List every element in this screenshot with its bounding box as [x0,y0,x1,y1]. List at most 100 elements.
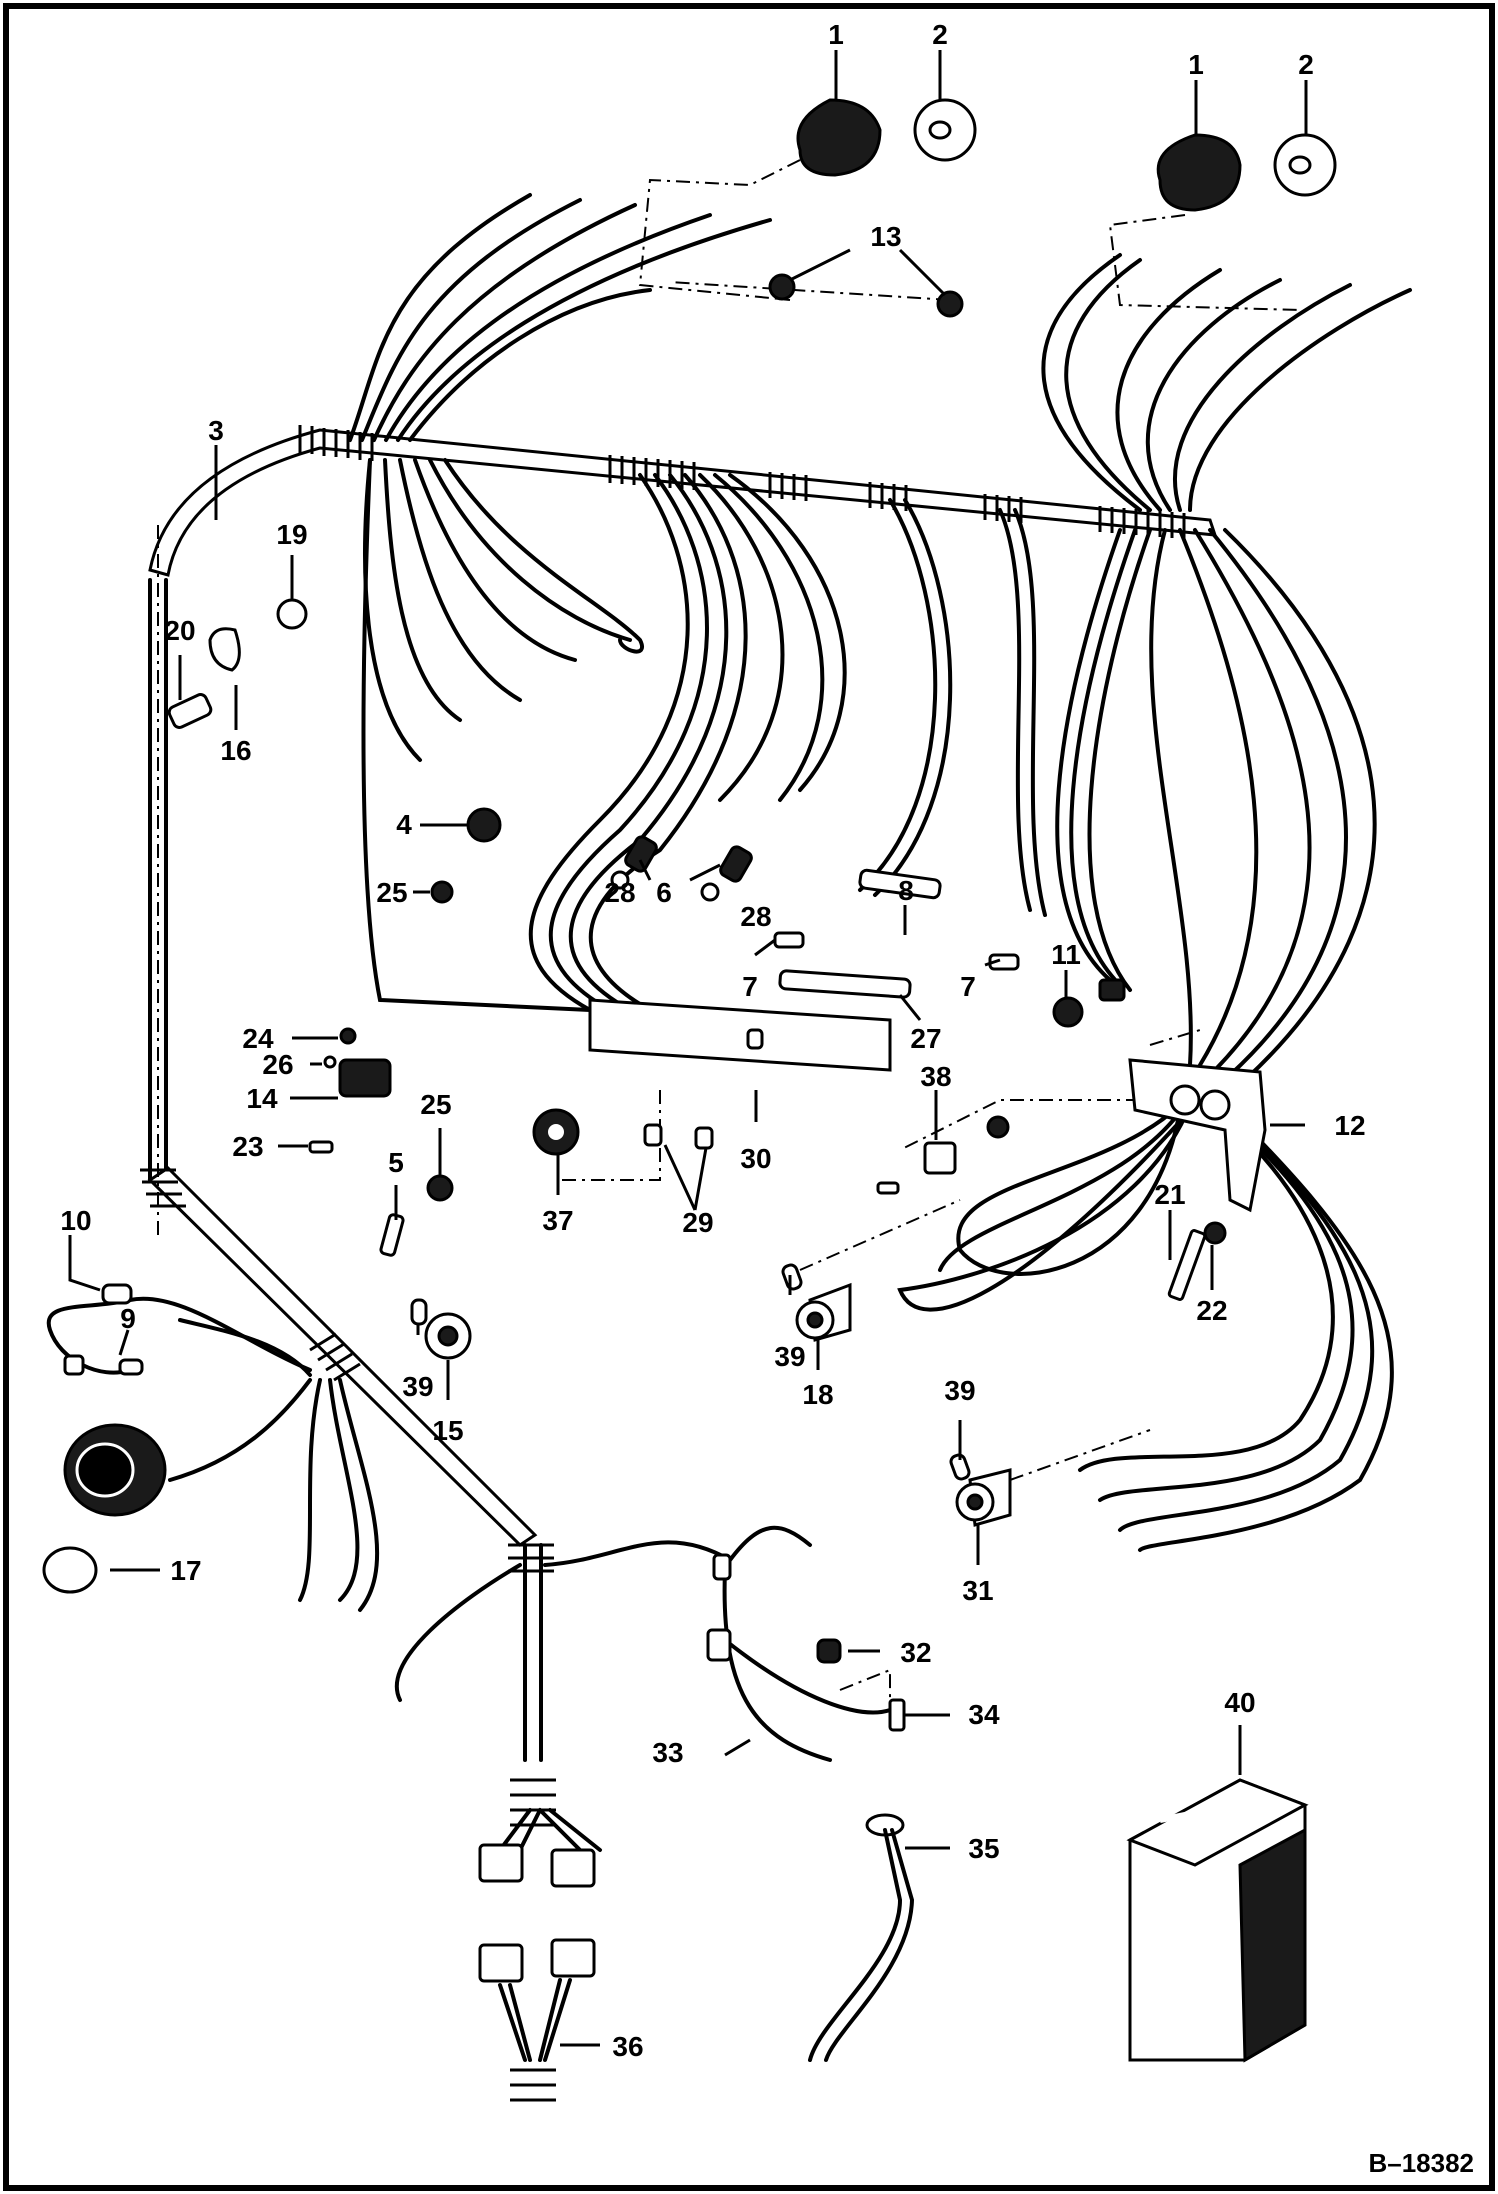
washer-2-left [913,98,977,162]
callout-label: 25 [420,1089,451,1120]
bracket-12 [1128,1058,1267,1213]
callout-label: 40 [1224,1687,1255,1718]
fuse-strip-27 [778,969,912,999]
clip-28 [610,870,720,902]
callout-label: 5 [388,1147,404,1178]
callout-label: 39 [944,1375,975,1406]
callout-label: 26 [262,1049,293,1080]
sender-35 [808,1813,915,2062]
socket-31 [955,1468,1012,1527]
screw-34 [888,1698,906,1732]
upper-left-wire-fan [348,193,772,442]
callout-label: 15 [432,1415,463,1446]
callout-label: 21 [1154,1179,1185,1210]
main-harness-trunk [140,425,1218,2102]
callout-label: 11 [1051,939,1081,970]
diagram-border [3,3,1495,2191]
callout-label: 25 [376,877,407,908]
callout-label: 24 [242,1023,274,1054]
connector-14 [338,1058,392,1098]
connector-9-10 [63,1283,144,1376]
callout-label: 20 [164,615,195,646]
callout-leaders [68,50,1308,2047]
callout-numbers: 1 2 1 2 3 4 5 6 7 7 8 9 10 11 12 13 14 1… [60,19,1365,2062]
callout-label: 35 [968,1833,999,1864]
callout-label: 27 [910,1023,941,1054]
connector-38 [876,1115,1010,1195]
callout-label: 33 [652,1737,683,1768]
socket-18 [795,1282,852,1342]
callout-label: 19 [276,519,307,550]
callout-label: 31 [962,1575,993,1606]
callout-label: 34 [968,1699,1000,1730]
callout-label: 28 [604,877,635,908]
plug-13 [768,273,964,318]
bottom-branch-wires [395,1525,892,1852]
drawing-reference-code: B–18382 [1368,2148,1474,2178]
connector-37 [532,1108,580,1156]
callout-label: 2 [1298,49,1314,80]
connector-32 [816,1638,842,1664]
callout-label: 30 [740,1143,771,1174]
callout-label: 2 [932,19,948,50]
callout-label: 8 [898,875,914,906]
callout-label: 3 [208,415,224,446]
callout-label: 32 [900,1637,931,1668]
mid-left-wire-bundle [361,458,644,1012]
connectors-36-lower [478,1938,596,2062]
callout-label: 18 [802,1379,833,1410]
upper-right-wire-fan [1041,253,1412,512]
bulb-39-left [410,1298,428,1326]
right-wire-bundle [1055,528,1377,1082]
grommet-1-right [1156,133,1242,212]
fasteners-29-30 [643,1028,764,1150]
battery-40 [1126,1778,1309,2063]
callout-label: 37 [542,1205,573,1236]
callout-label: 9 [120,1303,136,1334]
clamp-16-bolt-20-nut-19 [167,598,308,729]
bolt-21-nut-22 [1167,1221,1227,1301]
callout-label: 28 [740,901,771,932]
bulb-39-mid [781,1263,803,1291]
callout-label: 29 [682,1207,713,1238]
socket-15 [424,1312,472,1360]
callout-label: 10 [60,1205,91,1236]
callout-label: 36 [612,2031,643,2062]
center-wire-bundle [528,473,847,1012]
nut-24-washer-26-screw-23 [308,1027,357,1154]
lower-right-wire-fans [897,1103,1394,1552]
callout-label: 39 [402,1371,433,1402]
callout-label: 14 [246,1083,278,1114]
connectors-36-upper [478,1843,596,1888]
callout-label: 38 [920,1061,951,1092]
assembly-dash-lines [157,159,1301,1720]
callout-label: 13 [870,221,901,252]
callout-label: 7 [742,971,758,1002]
callout-label: 39 [774,1341,805,1372]
callout-label: 23 [232,1131,263,1162]
connector-11 [1052,978,1126,1028]
center-right-wire-bundle [858,498,1047,917]
callout-label: 16 [220,735,251,766]
nut-25-upper [430,880,454,904]
bulb-39-right [949,1453,971,1481]
washer-2-right [1273,133,1337,197]
connector-4 [466,807,502,843]
switch-boot-17 [42,1423,167,1594]
callout-label: 1 [828,19,844,50]
nut-25-lower [426,1174,454,1202]
mounting-panel [588,998,892,1072]
callout-label: 1 [1188,49,1204,80]
connector-33-inline [706,1553,732,1662]
callout-label: 7 [960,971,976,1002]
grommet-1-left [796,98,882,177]
callout-label: 6 [656,877,672,908]
callout-label: 17 [170,1555,201,1586]
terminal-5 [379,1213,405,1257]
callout-label: 4 [396,809,412,840]
callout-label: 12 [1334,1110,1365,1141]
callout-label: 22 [1196,1295,1227,1326]
connector-6 [624,835,753,883]
